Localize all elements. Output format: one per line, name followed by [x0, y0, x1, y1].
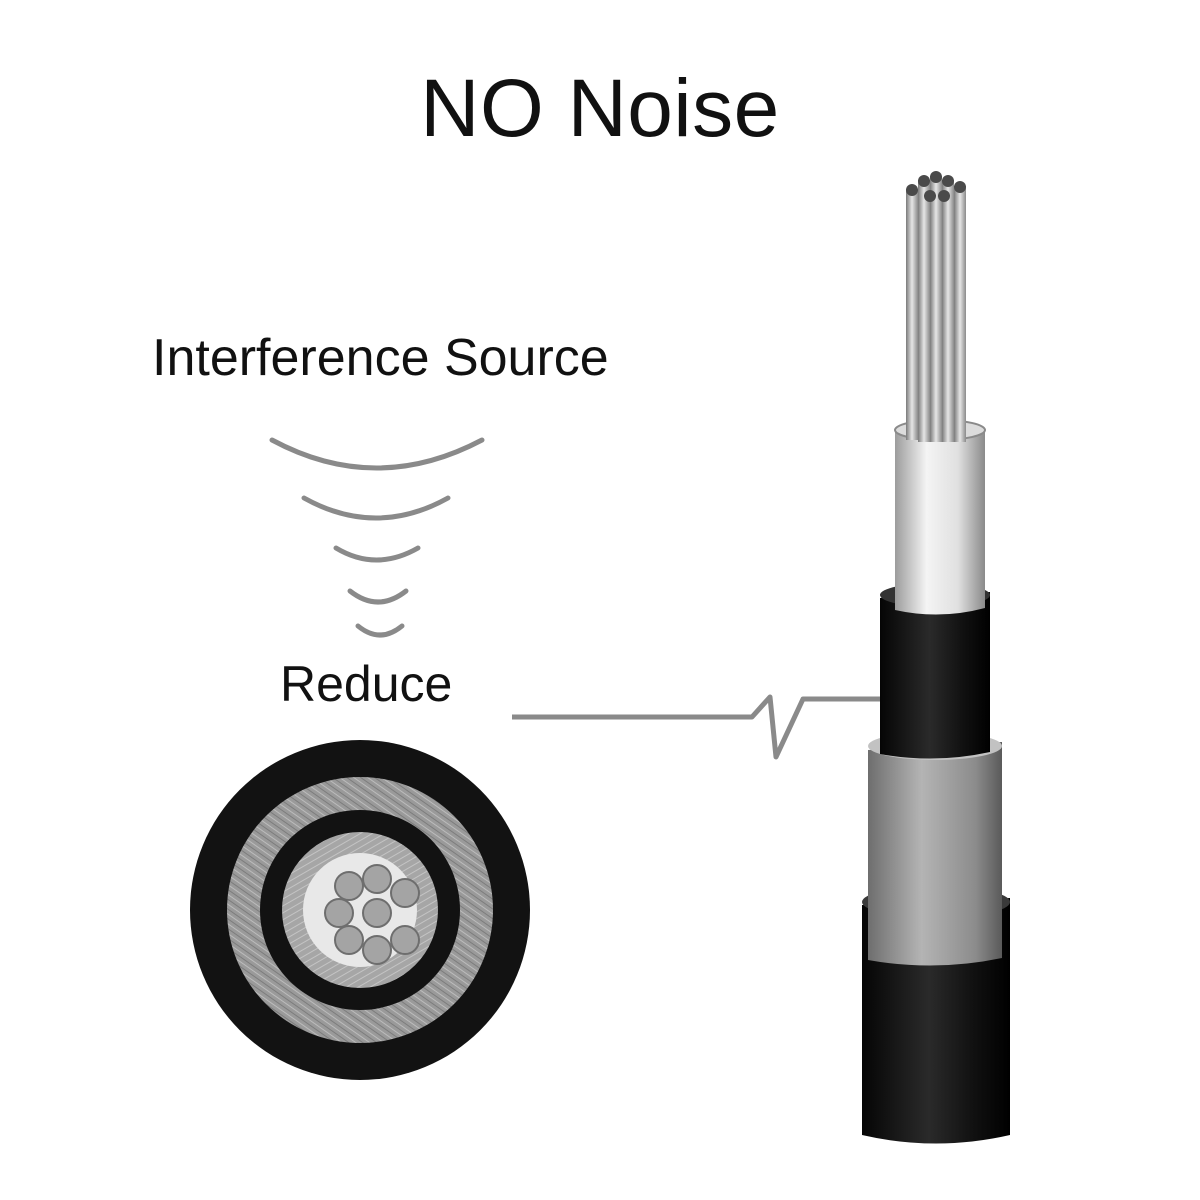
interference-source-label: Interference Source: [152, 329, 609, 387]
conductor-strands: [324, 864, 420, 965]
diagram-title: NO Noise: [420, 63, 780, 154]
wave-arc-5: [355, 623, 405, 638]
wave-arc-2: [301, 495, 451, 521]
wave-arc-4: [347, 588, 409, 605]
interference-waves: [269, 437, 485, 638]
leader-line: [512, 694, 882, 760]
wave-arc-3: [333, 545, 421, 563]
cable-side-view: [862, 171, 1010, 1144]
inner-wires: [906, 171, 966, 442]
wave-arc-1: [269, 437, 485, 471]
cable-cross-section: [190, 740, 530, 1080]
reduce-label: Reduce: [280, 656, 453, 712]
